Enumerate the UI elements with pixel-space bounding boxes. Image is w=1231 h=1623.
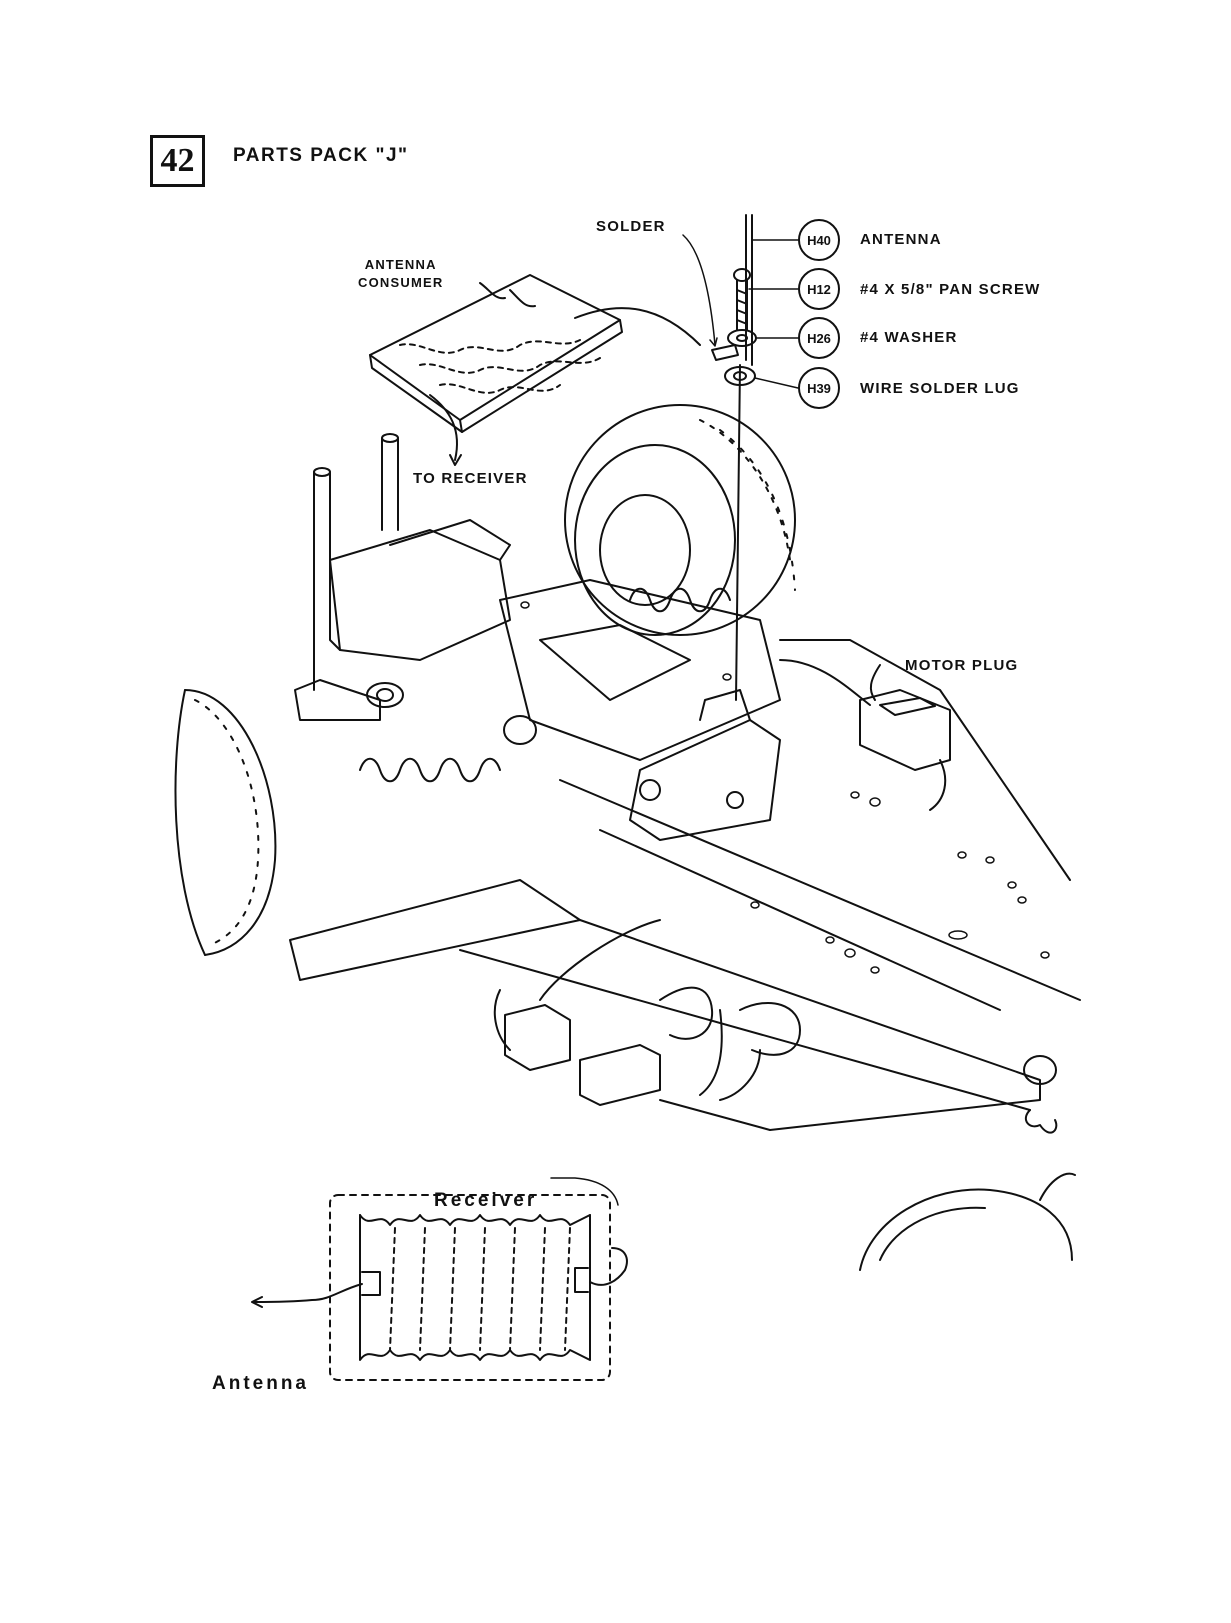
antenna-consumer-label: ANTENNA CONSUMER [358, 256, 443, 292]
right-wheel [859, 1172, 1076, 1271]
callout-h39: H39 [798, 367, 840, 409]
part-h40-description: ANTENNA [860, 231, 942, 248]
antenna-consumer-label-line1: ANTENNA [364, 257, 437, 272]
inset-receiver-drawing [251, 1177, 628, 1381]
part-h39-description: WIRE SOLDER LUG [860, 380, 1020, 397]
left-wheel [174, 689, 277, 956]
chassis-plate [289, 579, 1081, 1131]
antenna-consumer-label-line2: CONSUMER [358, 275, 444, 290]
body-posts [313, 433, 399, 691]
part-h26-description: #4 WASHER [860, 329, 958, 346]
receiver-connectors [493, 919, 801, 1106]
chassis-holes [520, 601, 1050, 974]
antenna-consumer-part [369, 274, 701, 466]
rear-wheel [564, 404, 796, 636]
part-h12-description: #4 X 5/8" PAN SCREW [860, 281, 1041, 298]
solder-label: SOLDER [596, 218, 666, 235]
servo-mount [629, 689, 781, 841]
antenna-wire [735, 214, 753, 701]
step-number-box: 42 [150, 135, 205, 187]
step-number: 42 [160, 142, 195, 179]
shock-springs [359, 587, 1058, 1134]
motor-plug-label: MOTOR PLUG [905, 657, 1019, 674]
callout-leaders [682, 234, 799, 389]
gearbox-housing [294, 519, 511, 721]
inset-antenna-label: Antenna [212, 1373, 309, 1394]
callout-h40: H40 [798, 219, 840, 261]
callout-h26: H26 [798, 317, 840, 359]
callout-h12: H12 [798, 268, 840, 310]
inset-receiver-label: Receiver [434, 1190, 538, 1211]
step-title: PARTS PACK "J" [233, 145, 409, 166]
hardware-stack [711, 268, 757, 386]
motor-plug-connector [779, 659, 951, 811]
to-receiver-label: TO RECEIVER [413, 470, 528, 487]
